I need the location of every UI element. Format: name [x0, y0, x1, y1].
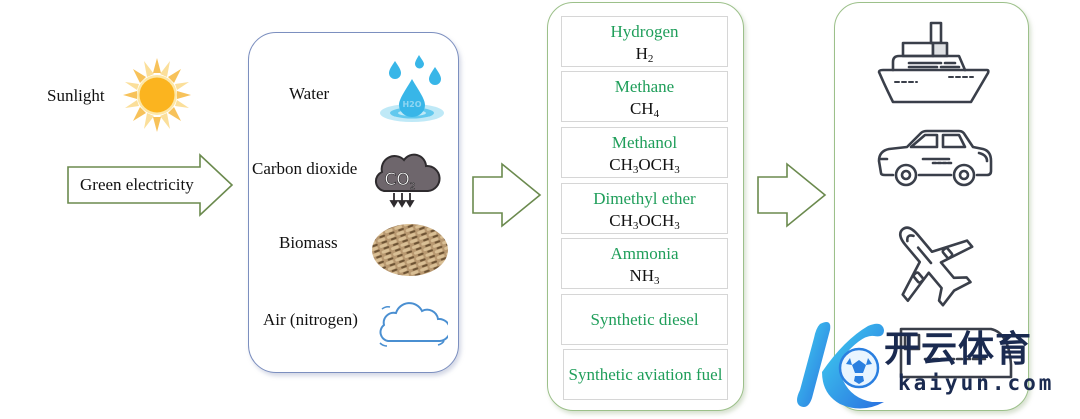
cloud-icon	[379, 302, 448, 347]
watermark-chinese-text: 开云体育	[884, 329, 1033, 370]
fuel-formula: CH4	[629, 99, 660, 120]
input-label-water: Water	[289, 84, 330, 103]
green-electricity-arrow	[67, 153, 234, 217]
co2-icon-text: CO2	[385, 170, 416, 192]
feedstock-panel: Water H2O Carbon dioxide CO2 Biomass	[248, 32, 459, 373]
co2-cloud-icon: CO2	[374, 153, 441, 208]
fuel-name: Dimethyl ether	[593, 189, 696, 208]
fuel-formula: CH3OCH3	[609, 155, 680, 176]
green-electricity-label: Green electricity	[80, 175, 194, 194]
process-arrow-1	[472, 162, 542, 228]
fuels-panel: Hydrogen H2 Methane CH4 Methanol CH3OCH3…	[547, 2, 744, 411]
fuel-formula: H2	[635, 44, 654, 65]
fuel-name: Methane	[614, 77, 675, 96]
fuel-card-ammonia: Ammonia NH3	[561, 238, 728, 289]
fuel-name: Ammonia	[610, 244, 679, 263]
fuel-name: Hydrogen	[610, 22, 679, 41]
process-arrow-2	[757, 162, 827, 228]
fuel-name: Synthetic aviation fuel	[568, 365, 723, 384]
kaiyun-logo-icon	[797, 322, 884, 409]
fuel-card-hydrogen: Hydrogen H2	[561, 16, 728, 67]
car-icon	[877, 129, 993, 187]
input-label-carbon-dioxide: Carbon dioxide	[252, 159, 358, 178]
input-label-biomass: Biomass	[279, 233, 338, 252]
fuel-card-methane: Methane CH4	[561, 71, 728, 122]
transport-panel	[834, 2, 1029, 411]
fuel-card-dimethyl-ether: Dimethyl ether CH3OCH3	[561, 183, 728, 234]
airplane-icon	[898, 226, 974, 307]
input-label-air-nitrogen: Air (nitrogen)	[263, 310, 358, 329]
fuel-card-synthetic-aviation-fuel: Synthetic aviation fuel	[563, 349, 728, 400]
fuel-formula: NH3	[629, 266, 660, 287]
biomass-pellets-icon	[372, 224, 448, 276]
train-icon	[899, 327, 1013, 379]
fuel-name: Synthetic diesel	[590, 310, 699, 329]
fuel-formula: CH3OCH3	[609, 211, 680, 232]
fuel-card-synthetic-diesel: Synthetic diesel	[561, 294, 728, 345]
watermark: 开云体育 kaiyun.com	[792, 318, 1080, 419]
fuel-name: Methanol	[611, 133, 678, 152]
sunlight-label: Sunlight	[47, 86, 105, 105]
water-drops-icon: H2O	[380, 55, 444, 122]
ship-icon	[877, 21, 990, 104]
watermark-url-text: kaiyun.com	[898, 371, 1055, 395]
sun-icon	[123, 58, 191, 132]
water-icon-text: H2O	[402, 100, 421, 109]
fuel-card-methanol: Methanol CH3OCH3	[561, 127, 728, 178]
